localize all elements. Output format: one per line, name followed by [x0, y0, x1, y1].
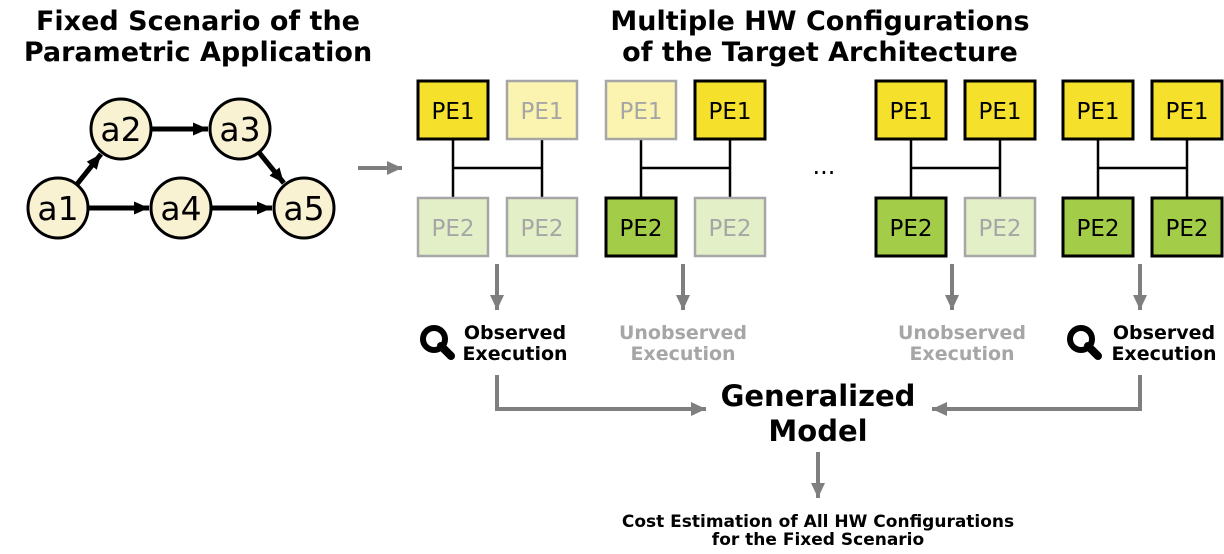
execution-line: Observed [464, 322, 566, 344]
pe1-box [604, 79, 678, 141]
execution-line: Execution [462, 343, 567, 365]
task-graph: a1 a2 a3 a4 a5 [26, 97, 336, 240]
pe1-label: PE1 [431, 99, 474, 125]
pe2-box [874, 196, 948, 258]
pe2-label: PE2 [520, 216, 563, 242]
pe2-block: PE2 [963, 196, 1037, 258]
pe1-box [1061, 79, 1135, 141]
pe2-block: PE2 [604, 196, 678, 258]
ellipsis: ... [813, 152, 836, 180]
pe2-label: PE2 [889, 216, 932, 242]
observed-to-model-arrow-left [495, 375, 706, 416]
node-label: a3 [219, 110, 260, 149]
pe1-box [505, 79, 579, 141]
execution-line: Observed [1113, 322, 1215, 344]
result-line: Cost Estimation of All HW Configurations [622, 512, 1014, 532]
pe1-box [1150, 79, 1224, 141]
model-line: Model [768, 414, 867, 448]
pe2-block: PE2 [505, 196, 579, 258]
left-title: Fixed Scenario of the Parametric Applica… [23, 6, 373, 68]
model-line: Generalized [721, 379, 916, 413]
pe1-box [693, 79, 767, 141]
pe1-block: PE1 [693, 79, 767, 141]
pe1-label: PE1 [708, 99, 751, 125]
magnifier-icon [420, 325, 455, 360]
execution-line: Unobserved [898, 322, 1026, 344]
pe1-label: PE1 [978, 99, 1021, 125]
pe2-block: PE2 [416, 196, 490, 258]
pe2-block: PE2 [874, 196, 948, 258]
pe1-block: PE1 [505, 79, 579, 141]
node-label: a2 [100, 110, 141, 149]
pe1-box [874, 79, 948, 141]
pe1-label: PE1 [520, 99, 563, 125]
node-a4: a4 [149, 176, 213, 240]
execution-line: Execution [630, 343, 735, 365]
pe2-label: PE2 [619, 216, 662, 242]
pe2-label: PE2 [431, 216, 474, 242]
node-circle [26, 176, 90, 240]
pe1-box [963, 79, 1037, 141]
pe1-label: PE1 [1076, 99, 1119, 125]
pe1-box [416, 79, 490, 141]
pe2-box [416, 196, 490, 258]
pe2-label: PE2 [1165, 216, 1208, 242]
pe1-block: PE1 [1061, 79, 1135, 141]
node-circle [272, 176, 336, 240]
node-a1: a1 [26, 176, 90, 240]
cost-estimation-label: Cost Estimation of All HW Configurations… [622, 512, 1014, 550]
pe1-label: PE1 [889, 99, 932, 125]
pe1-block: PE1 [874, 79, 948, 141]
observed-to-model-arrow-right [932, 375, 1142, 416]
pe2-label: PE2 [1076, 216, 1119, 242]
pe2-box [505, 196, 579, 258]
pe1-label: PE1 [619, 99, 662, 125]
pe2-box [1150, 196, 1224, 258]
pe1-label: PE1 [1165, 99, 1208, 125]
pe1-block: PE1 [416, 79, 490, 141]
node-a3: a3 [208, 97, 272, 161]
node-a2: a2 [89, 97, 153, 161]
node-label: a4 [160, 189, 201, 228]
pe1-block: PE1 [963, 79, 1037, 141]
magnifier-icon [1067, 325, 1102, 360]
pe2-block: PE2 [1150, 196, 1224, 258]
node-circle [89, 97, 153, 161]
result-line: for the Fixed Scenario [712, 530, 924, 550]
node-a5: a5 [272, 176, 336, 240]
pe1-block: PE1 [1150, 79, 1224, 141]
pe2-box [963, 196, 1037, 258]
pe2-label: PE2 [978, 216, 1021, 242]
execution-line: Unobserved [619, 322, 747, 344]
execution-line: Execution [909, 343, 1014, 365]
edge-a3-a5 [257, 151, 286, 185]
node-label: a5 [283, 189, 324, 228]
pe2-block: PE2 [693, 196, 767, 258]
pe2-box [604, 196, 678, 258]
pe1-block: PE1 [604, 79, 678, 141]
pe2-label: PE2 [708, 216, 751, 242]
node-label: a1 [37, 189, 78, 228]
execution-line: Execution [1111, 343, 1216, 365]
pe2-block: PE2 [1061, 196, 1135, 258]
node-circle [149, 176, 213, 240]
pe2-box [693, 196, 767, 258]
edge-a1-a2 [75, 152, 104, 186]
node-circle [208, 97, 272, 161]
pe2-box [1061, 196, 1135, 258]
right-title: Multiple HW Configurations of the Target… [610, 6, 1030, 68]
